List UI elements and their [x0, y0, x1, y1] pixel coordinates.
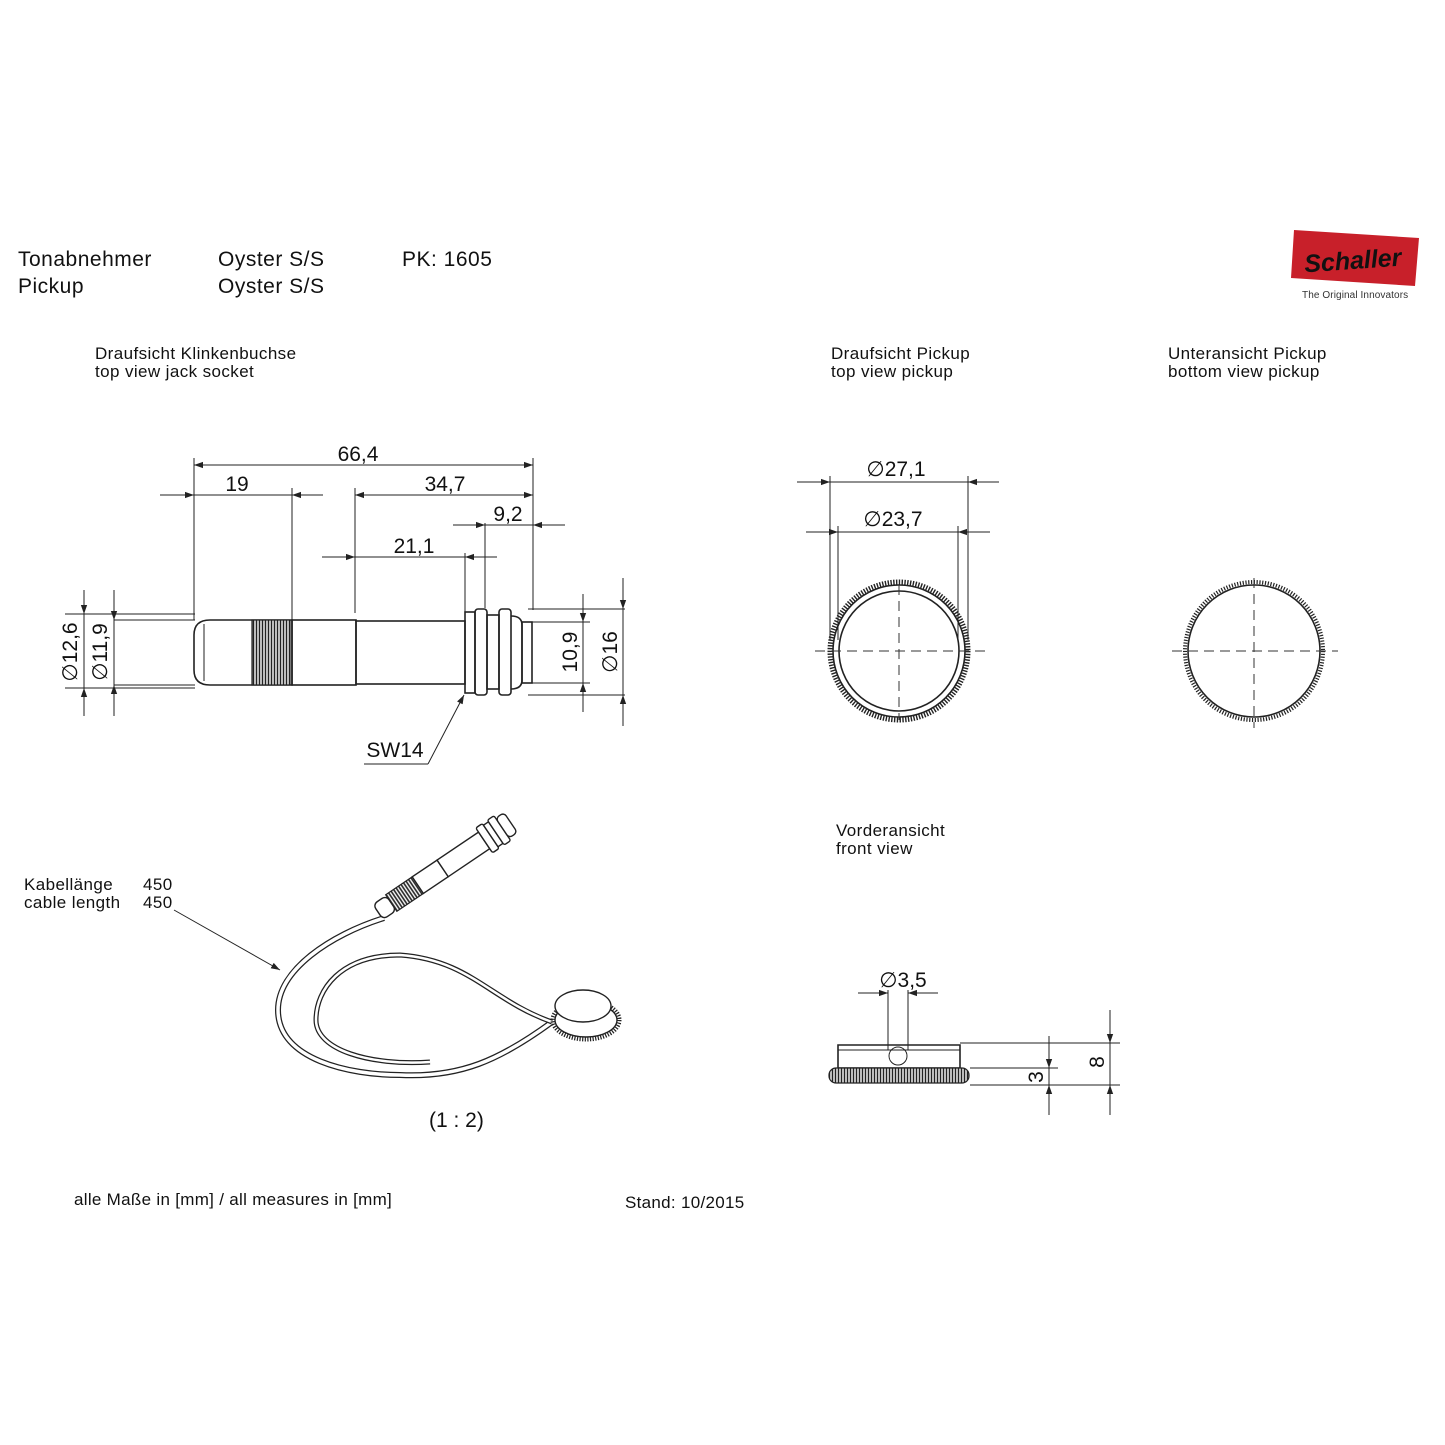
model-name-en: Oyster S/S	[218, 275, 325, 298]
view-title-top-pickup-en: top view pickup	[831, 362, 954, 381]
dim-10-9: 10,9	[559, 632, 582, 673]
units-note: alle Maße in [mm] / all measures in [mm]	[74, 1190, 393, 1209]
view-title-top-pickup-de: Draufsicht Pickup	[831, 344, 971, 363]
dim-dia-3-5: ∅3,5	[879, 969, 927, 992]
cable-length-value-en: 450	[143, 893, 173, 912]
view-title-front-en: front view	[836, 839, 913, 858]
title-label-de: Tonabnehmer	[18, 248, 152, 271]
cable-length-value-de: 450	[143, 875, 173, 894]
cable-length-label-en: cable length	[24, 893, 121, 912]
cable-length-label-de: Kabellänge	[24, 875, 114, 894]
logo-brand-text: Schaller	[1303, 244, 1403, 279]
schaller-logo: Schaller	[1291, 228, 1421, 313]
model-name-de: Oyster S/S	[218, 248, 325, 271]
dim-21-1: 21,1	[394, 535, 435, 558]
view-title-bottom-pickup-de: Unteransicht Pickup	[1168, 344, 1327, 363]
dim-dia-11-9: ∅11,9	[89, 623, 112, 681]
cable-isometric-view	[173, 813, 622, 1079]
dim-34-7: 34,7	[425, 473, 466, 496]
dim-height-8: 8	[1086, 1056, 1109, 1068]
dim-total-length: 66,4	[338, 443, 379, 466]
part-number: PK: 1605	[402, 248, 493, 271]
scale-label: (1 : 2)	[429, 1109, 484, 1132]
jack-socket-top-view: 66,4 19 34,7 9,2 21,1 ∅12,6 ∅11,9 10,9 ∅…	[59, 443, 627, 765]
view-title-front-de: Vorderansicht	[836, 821, 946, 840]
dim-dia-16: ∅16	[599, 631, 622, 673]
dim-9-2: 9,2	[493, 503, 522, 526]
pickup-top-view: ∅27,1 ∅23,7	[797, 458, 999, 723]
dim-19: 19	[225, 473, 248, 496]
view-title-jack-en: top view jack socket	[95, 362, 255, 381]
revision-date: Stand: 10/2015	[625, 1193, 745, 1212]
logo-tagline: The Original Innovators	[1302, 290, 1409, 301]
dim-dia-12-6: ∅12,6	[59, 622, 82, 681]
pickup-front-view: ∅3,5 3 8	[828, 969, 1120, 1115]
view-title-jack-de: Draufsicht Klinkenbuchse	[95, 344, 297, 363]
pickup-bottom-view	[1172, 578, 1338, 728]
view-title-bottom-pickup-en: bottom view pickup	[1168, 362, 1320, 381]
dim-dia-23-7: ∅23,7	[863, 508, 922, 531]
logo-badge: Schaller	[1291, 230, 1419, 286]
dim-height-3: 3	[1025, 1071, 1048, 1083]
dim-dia-27-1: ∅27,1	[866, 458, 925, 481]
wrench-size: SW14	[366, 739, 424, 762]
title-label-en: Pickup	[18, 275, 85, 298]
